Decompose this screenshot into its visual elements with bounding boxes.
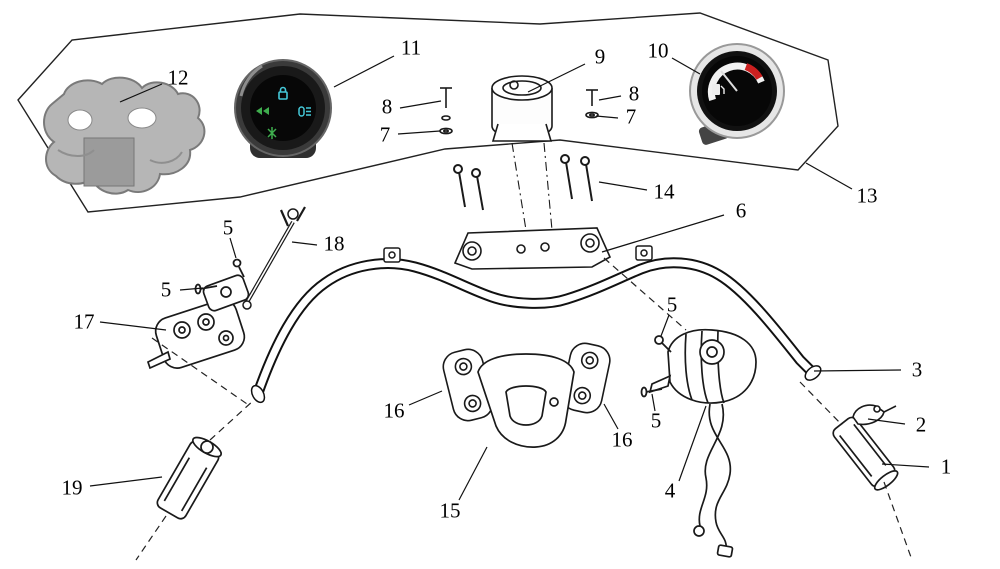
callout-2: 2 <box>915 412 927 437</box>
leader-8-right <box>598 95 622 101</box>
left-grip <box>156 436 223 520</box>
leader-5-left <box>179 287 204 291</box>
right-grip <box>832 416 899 491</box>
callout-14: 14 <box>653 179 675 204</box>
leader-16-left <box>408 390 443 406</box>
gauge-needle <box>720 70 738 92</box>
assembly-axis-line <box>543 142 553 231</box>
callout-10: 10 <box>647 38 669 63</box>
stay-rod <box>242 206 306 310</box>
callout-4: 4 <box>664 478 676 503</box>
bar-clamp-tab-right <box>635 245 653 261</box>
callout-5-right-lower: 5 <box>650 408 662 433</box>
bar-end-left <box>250 384 266 404</box>
callout-8-right: 8 <box>628 81 640 106</box>
wire <box>708 403 732 551</box>
callout-6: 6 <box>735 198 747 223</box>
speedometer-body-drawing <box>491 75 553 231</box>
callout-16-right: 16 <box>611 427 633 452</box>
callout-18: 18 <box>323 231 345 256</box>
leader-19 <box>89 476 163 487</box>
callout-5-top: 5 <box>222 215 234 240</box>
callout-8-left: 8 <box>381 94 393 119</box>
callout-9: 9 <box>594 44 606 69</box>
leader-5-top <box>229 237 237 259</box>
leader-4 <box>678 405 707 482</box>
screw-washer-set-right <box>585 89 599 119</box>
right-switch-housing <box>648 328 757 558</box>
callout-16-left: 16 <box>383 398 405 423</box>
bracket-bolts-left <box>453 164 484 211</box>
bracket-block <box>83 137 135 187</box>
turn-signal-icon <box>256 107 269 115</box>
bracket-bolts-right <box>560 154 593 202</box>
bracket-hole <box>127 107 157 129</box>
callout-1: 1 <box>940 454 952 479</box>
callout-11: 11 <box>400 35 422 60</box>
leader-17 <box>99 321 167 331</box>
leader-5-right-upper <box>660 314 670 337</box>
bar-clamp-tab-left <box>383 247 401 263</box>
assembly-axis-line <box>511 142 527 231</box>
leader-5-right-lower <box>651 393 656 412</box>
leader-7-left <box>397 130 441 135</box>
leader-16-right <box>603 403 619 430</box>
callout-13: 13 <box>856 183 878 208</box>
bolt-5-right-upper <box>654 335 672 353</box>
bar-end-right <box>804 365 822 381</box>
leader-13 <box>805 162 853 190</box>
leader-15 <box>458 446 488 501</box>
callout-15: 15 <box>439 498 461 523</box>
wire-connector <box>716 544 734 558</box>
mounting-bracket-photo <box>43 76 206 195</box>
lock-indicator-icon <box>278 86 288 100</box>
leader-14 <box>598 181 648 191</box>
leader-3 <box>813 369 902 372</box>
indicator-gauge-photo <box>234 59 332 158</box>
fuel-red-zone <box>744 63 763 80</box>
lower-clamp-center <box>477 353 575 448</box>
left-switch-assembly <box>146 274 250 370</box>
bolt-5-top <box>232 258 245 278</box>
leader-18 <box>291 241 318 246</box>
wire <box>698 403 725 527</box>
upper-bracket <box>453 227 612 270</box>
leader-11 <box>333 55 395 88</box>
wire-connector <box>693 525 705 537</box>
callout-5-right-upper: 5 <box>666 292 678 317</box>
bezel-highlight <box>239 64 263 97</box>
leader-10 <box>671 57 701 75</box>
callout-7-left: 7 <box>379 122 391 147</box>
fuel-gauge-photo <box>689 43 785 145</box>
bracket-hole <box>67 109 93 131</box>
callout-3: 3 <box>911 357 923 382</box>
high-beam-icon <box>298 106 311 117</box>
lever-arm <box>146 350 172 370</box>
leader-9 <box>527 63 586 93</box>
photo-panel-outline <box>17 12 839 213</box>
callout-5-left: 5 <box>160 277 172 302</box>
callout-17: 17 <box>73 309 95 334</box>
callout-7-right: 7 <box>625 104 637 129</box>
leader-8-left <box>399 100 442 109</box>
bolt-5-right-lower <box>640 386 663 398</box>
handlebar-tube <box>250 245 822 404</box>
leader-6 <box>601 214 725 253</box>
callout-leaders <box>89 55 930 501</box>
leader-2 <box>867 418 906 425</box>
leader-12 <box>119 83 163 103</box>
screw-washer-set-left <box>439 87 453 135</box>
callout-19: 19 <box>61 475 83 500</box>
fuel-pump-icon <box>712 84 725 95</box>
callout-12: 12 <box>167 65 189 90</box>
neutral-indicator-icon <box>267 127 277 139</box>
leader-1 <box>881 463 930 468</box>
leader-7-right <box>595 115 619 119</box>
construction-lines <box>135 257 913 561</box>
